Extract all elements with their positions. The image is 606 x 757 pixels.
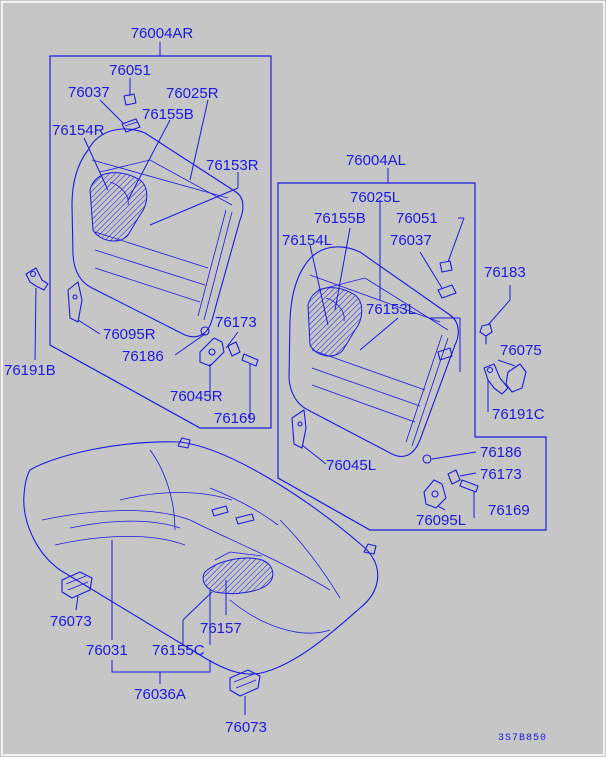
seatback-left [288,246,459,458]
label-76045R: 76045R [170,388,223,405]
group-box-76004AR [49,55,272,429]
group-box-76004AL [277,182,547,531]
pin-76183 [479,323,493,337]
label-76173-left: 76173 [480,466,522,483]
label-76153R: 76153R [206,157,259,174]
label-76073-b: 76073 [225,719,267,736]
label-76095L: 76095L [416,512,466,529]
label-76037-right: 76037 [68,84,110,101]
label-76155C: 76155C [152,642,205,659]
collar-76186-right [200,326,210,336]
label-76183: 76183 [484,264,526,281]
hook-front-left [177,437,191,449]
label-76169-left: 76169 [488,502,530,519]
clip-76051-right [123,93,137,106]
label-76051-right: 76051 [109,62,151,79]
bracket-76095R [67,281,83,323]
clip-76037-left [437,284,457,299]
seatback-pad-76154L [307,287,363,357]
bracket-76045L [291,409,307,449]
label-76025R: 76025R [166,85,219,102]
seat-cushion-assembly [23,437,379,697]
left-seatback-assembly [277,168,547,531]
label-76073-a: 76073 [50,613,92,630]
buckle-76191C [483,363,509,395]
cushion-pad-76157 [202,557,274,595]
label-76051-left: 76051 [396,210,438,227]
leader-lines [34,78,516,715]
label-76186-left: 76186 [480,444,522,461]
hinge-76095L [423,479,447,509]
label-76155B-right: 76155B [142,106,194,123]
label-76186-right: 76186 [122,348,164,365]
label-76045L: 76045L [326,457,376,474]
label-76004AL: 76004AL [346,152,406,169]
part-labels: 76004AR 76051 76037 76025R 76154R 76155B… [4,25,547,744]
seat-cushion-76031 [23,441,379,675]
right-seatback-assembly [25,42,272,429]
bracket-76075 [505,363,527,393]
bolt-76169-right [241,353,259,367]
label-76191C: 76191C [492,406,545,423]
diagram-code: 3S7B850 [498,733,547,744]
label-76154L: 76154L [282,232,332,249]
label-76157: 76157 [200,620,242,637]
hinge-76045R [199,337,225,367]
buckle-76191B [25,267,49,291]
label-76037-left: 76037 [390,232,432,249]
seatback-right [71,128,244,338]
label-76154R: 76154R [52,122,105,139]
washer-76173-left [447,469,461,485]
collar-76186-left [422,454,432,464]
label-76153L: 76153L [366,301,416,318]
label-76169-right: 76169 [214,410,256,427]
bolt-76169-left [459,479,479,493]
seatback-pad-76154R [89,172,148,242]
bracket-76073-a [61,571,93,599]
label-76095R: 76095R [103,326,156,343]
hook-front-right [363,543,377,555]
label-76031: 76031 [86,642,128,659]
label-76173-right: 76173 [215,314,257,331]
label-76025L: 76025L [350,189,400,206]
label-76075: 76075 [500,342,542,359]
label-76036A: 76036A [134,686,186,703]
label-76191B: 76191B [4,362,56,379]
clip-76037-right [121,118,141,133]
label-76004AR: 76004AR [131,25,194,42]
bracket-76073-b [229,669,261,697]
label-76155B-left: 76155B [314,210,366,227]
washer-76173-right [227,341,241,357]
clip-76051-left [439,260,453,273]
